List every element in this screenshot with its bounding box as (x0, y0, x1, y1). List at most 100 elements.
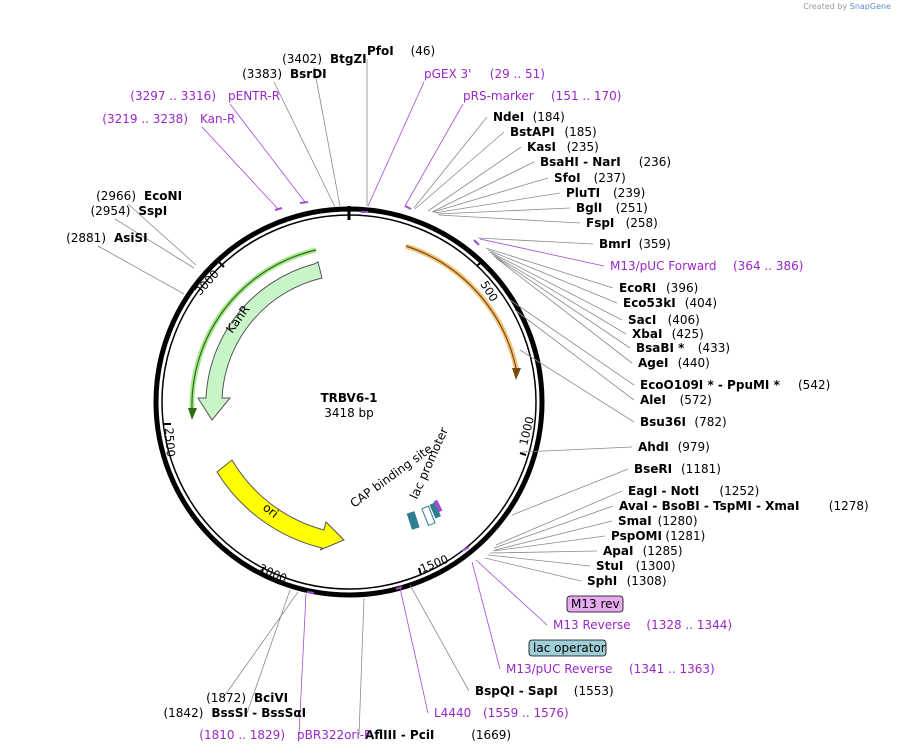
leader-line (358, 597, 365, 736)
leader-line (489, 251, 623, 321)
leader-line (222, 591, 299, 699)
leader-line (298, 593, 307, 736)
leader-line (246, 589, 291, 714)
primer-marks (274, 201, 480, 594)
enzyme-label: SacI (628, 313, 656, 327)
leader-line (273, 81, 336, 208)
kanr-outline-arrowhead (188, 408, 197, 420)
enzyme-label: ApaI (603, 544, 633, 558)
enzyme-position: (2954) (90, 204, 130, 218)
enzyme-label: SfoI (554, 171, 581, 185)
enzyme-position: (979) (678, 440, 710, 454)
snapgene-logo: SnapGene (849, 2, 891, 11)
enzyme-position: (406) (668, 313, 700, 327)
leader-line (492, 535, 606, 552)
enzyme-position: (46) (411, 44, 436, 58)
primer-label: pBR322ori-F (297, 728, 371, 742)
enzyme-position: (2881) (66, 231, 106, 245)
leader-line (491, 253, 627, 335)
leader-line (509, 299, 635, 386)
enzyme-position: (185) (564, 125, 596, 139)
primer-range: (1341 .. 1363) (629, 662, 715, 676)
enzyme-position: (396) (666, 281, 698, 295)
enzyme-label: Eco53kI (623, 296, 676, 310)
enzyme-position: (184) (533, 110, 565, 124)
enzyme-label: BstAPI (510, 125, 555, 139)
tick-label: 1000 (516, 415, 537, 447)
leader-line (414, 131, 505, 210)
primer-range: (1559 .. 1576) (483, 706, 569, 720)
enzyme-position: (2966) (96, 189, 136, 203)
enzyme-label: EcoO109I * - PpuMI * (640, 378, 781, 392)
leader-line (229, 103, 306, 203)
primer-range: (3297 .. 3316) (130, 89, 216, 103)
enzyme-position: (433) (698, 341, 730, 355)
enzyme-label: BtgZI (330, 52, 367, 66)
tick-label: 3000 (192, 267, 222, 298)
leader-line (114, 218, 195, 269)
primer-label: Kan-R (200, 112, 235, 126)
leader-line (519, 349, 635, 423)
orange-feature-arc (405, 243, 520, 373)
leader-line (436, 207, 571, 215)
enzyme-position: (1669) (471, 728, 511, 742)
primer-range: (1810 .. 1829) (199, 728, 285, 742)
enzyme-position: (1281) (665, 529, 705, 543)
leader-line (493, 505, 614, 549)
leader-line (484, 557, 582, 582)
leader-line (409, 584, 470, 692)
leader-line (127, 203, 197, 266)
leader-line (477, 237, 594, 245)
enzyme-position: (1252) (719, 484, 759, 498)
cap-binding-site-box (406, 511, 420, 530)
kanr-outline-line (191, 249, 317, 411)
plasmid-name: TRBV6-1 (320, 391, 377, 405)
enzyme-position: (542) (798, 378, 830, 392)
leader-line (487, 249, 618, 304)
primer-label: L4440 (434, 706, 471, 720)
leader-line (404, 103, 464, 207)
primer-range: (3219 .. 3238) (102, 112, 188, 126)
enzyme-label: BspQI - SapI (475, 684, 558, 698)
leader-line (413, 116, 488, 209)
ticks: 500 1000 1500 2000 2500 3000 (162, 261, 537, 586)
enzyme-position: (1872) (206, 691, 246, 705)
lac-operator-tag (528, 639, 607, 657)
enzyme-label: EcoNI (144, 189, 182, 203)
enzyme-label: AvaI - BsoBI - TspMI - XmaI (619, 499, 799, 513)
enzyme-position: (1300) (636, 559, 676, 573)
site-labels: NdeI(184)BstAPI(185)KasI(235)BsaHI - Nar… (66, 44, 869, 742)
leader-line (521, 446, 633, 453)
leader-line (313, 66, 341, 207)
primer-label: M13/pUC Reverse (506, 662, 613, 676)
primer-label: pGEX 3' (424, 67, 471, 81)
primer-range: (29 .. 51) (490, 67, 545, 81)
leader-line (514, 309, 635, 401)
enzyme-position: (425) (672, 327, 704, 341)
enzyme-label: SphI (587, 574, 617, 588)
enzyme-position: (782) (694, 415, 726, 429)
enzyme-label: BglI (576, 201, 602, 215)
enzyme-label: XbaI (632, 327, 662, 341)
enzyme-position: (1308) (627, 574, 667, 588)
leader-line (479, 238, 605, 267)
leader-line (471, 561, 501, 670)
enzyme-position: (3383) (242, 67, 282, 81)
m13-rev-box (433, 499, 443, 513)
leader-line (487, 554, 591, 567)
primer-range: (1328 .. 1344) (646, 618, 732, 632)
primer-label: M13 Reverse (553, 618, 631, 632)
enzyme-label: PluTI (566, 186, 600, 200)
enzyme-label: BssSI - BssSαI (211, 706, 306, 720)
leader-line (97, 245, 185, 295)
enzyme-position: (1278) (829, 499, 869, 513)
leader-line (399, 587, 429, 714)
enzyme-position: (1285) (643, 544, 683, 558)
leader-lines (97, 59, 635, 736)
leader-line (485, 247, 614, 289)
lac-operator-box (429, 502, 441, 519)
lac-operator-tag-label: lac operator (533, 641, 606, 655)
enzyme-label: BmrI (599, 237, 631, 251)
m13-rev-tag-label: M13 rev (571, 597, 620, 611)
